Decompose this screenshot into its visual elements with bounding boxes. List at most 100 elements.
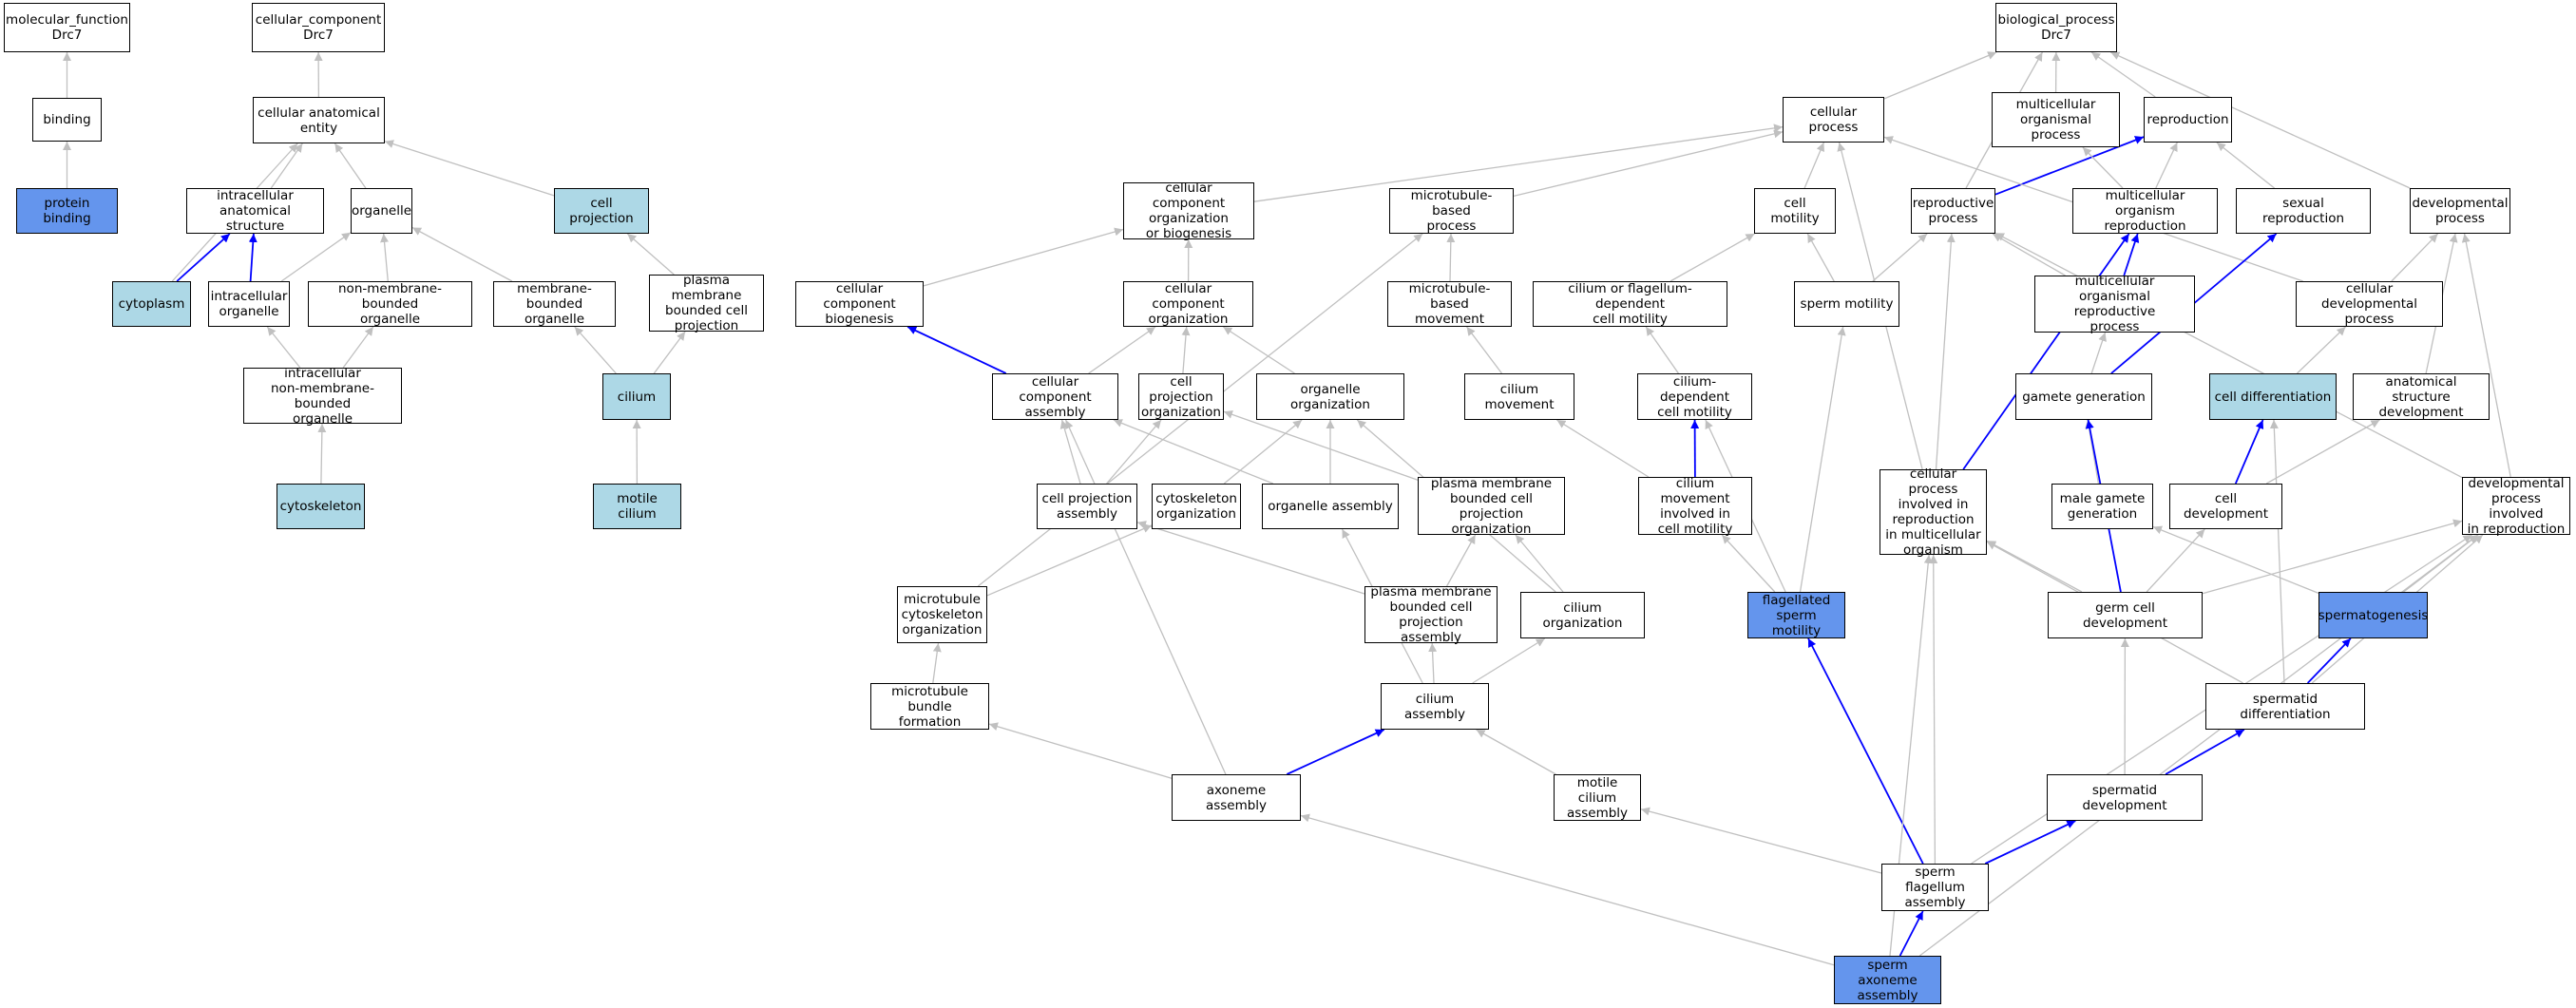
edge-organelle-organization-to-cellular-component-organization — [1222, 326, 1295, 374]
go-term-motile-cilium-assembly: motile cilium assembly — [1554, 774, 1641, 821]
go-term-sperm-axoneme-assembly: sperm axoneme assembly — [1834, 956, 1941, 1004]
go-term-cilium-movement-reproduction: cilium movement involved in cell motilit… — [1638, 476, 1752, 537]
go-term-biological-process: biological_process Drc7 — [1995, 3, 2117, 52]
edge-cellular-developmental-process-to-developmental-process — [2391, 233, 2439, 282]
go-term-reproductive-process: reproductive process — [1911, 188, 1995, 234]
edge-cell-projection-to-cellular-anatomical-entity — [384, 140, 555, 197]
go-term-organelle-assembly: organelle assembly — [1262, 484, 1399, 529]
edge-axoneme-assembly-to-microtubule-bundle-formation — [988, 722, 1173, 779]
edge-cell-projection-assembly-to-cell-projection-organization — [1106, 419, 1162, 485]
edge-cell-differentiation-to-cellular-developmental-process — [2297, 326, 2346, 374]
go-term-microtubule-cytoskeleton-organization: microtubule cytoskeleton organization — [897, 586, 987, 643]
edge-cilium-assembly-to-pmbcp-assembly — [1428, 642, 1438, 684]
go-term-binding: binding — [32, 98, 102, 142]
go-term-developmental-process: developmental process — [2410, 188, 2510, 234]
edge-microtubule-based-process-to-cellular-process — [1513, 129, 1784, 198]
go-term-reproduction: reproduction — [2144, 97, 2232, 143]
go-term-cellular-developmental-process: cellular developmental process — [2296, 281, 2443, 327]
edge-sperm-flagellum-assembly-to-cellular-process-reproduction — [1929, 554, 1938, 865]
edge-ccob-to-cellular-process — [1253, 124, 1784, 202]
edge-multicellular-organism-reproduction-to-reproduction — [2155, 142, 2178, 189]
go-term-organelle: organelle — [351, 188, 412, 234]
go-term-developmental-process-reproduction: developmental process involved in reprod… — [2462, 476, 2570, 537]
edge-spermatid-differentiation-to-spermatogenesis — [2306, 637, 2352, 684]
go-term-anatomical-structure-development: anatomical structure development — [2353, 373, 2490, 420]
edge-intracellular-nmb-organelle-to-non-membrane-bounded-organelle — [342, 326, 374, 369]
go-term-cell-projection: cell projection — [554, 188, 649, 234]
go-term-microtubule-based-movement: microtubule-based movement — [1387, 281, 1512, 327]
edge-sexual-reproduction-to-reproduction — [2216, 142, 2276, 189]
go-term-cellular-process-reproduction: cellular process involved in reproductio… — [1880, 466, 1987, 558]
go-term-spermatid-differentiation: spermatid differentiation — [2205, 683, 2365, 730]
edge-axoneme-assembly-to-cilium-assembly — [1286, 729, 1385, 775]
edge-cilium-dependent-cell-motility-to-cilium-or-flagellum-motility — [1645, 326, 1679, 374]
edge-spermatogenesis-to-male-gamete-generation — [2152, 525, 2319, 595]
edge-cell-motility-to-cellular-process — [1803, 142, 1825, 189]
edge-microtubule-bundle-formation-to-microtubule-cytoskeleton-organization — [932, 642, 942, 684]
go-term-germ-cell-development: germ cell development — [2048, 592, 2203, 638]
go-term-cellular-anatomical-entity: cellular anatomical entity — [253, 97, 385, 143]
edge-flagellated-sperm-motility-to-cilium-movement-reproduction — [1721, 534, 1776, 593]
go-term-cellular-component: cellular_component Drc7 — [252, 3, 385, 52]
edge-cilium-to-membrane-bounded-organelle — [574, 326, 617, 374]
edge-developmental-process-reproduction-to-developmental-process — [2461, 233, 2511, 478]
edge-sperm-motility-to-cell-motility — [1806, 233, 1835, 282]
edge-sperm-flagellum-assembly-to-flagellated-sperm-motility — [1807, 637, 1924, 865]
go-term-microtubule-bundle-formation: microtubule bundle formation — [870, 683, 989, 730]
go-term-ccob: cellular component organization or bioge… — [1123, 181, 1254, 241]
go-term-intracellular-nmb-organelle: intracellular non-membrane-bounded organ… — [243, 366, 402, 427]
go-term-pmbcp-organization: plasma membrane bounded cell projection … — [1418, 476, 1565, 537]
edge-reproduction-to-biological-process — [2090, 51, 2156, 98]
go-term-cilium-organization: cilium organization — [1520, 592, 1645, 638]
edge-intracellular-anatomical-structure-to-cellular-anatomical-entity — [270, 143, 303, 189]
edge-cellular-component-assembly-to-cellular-component-biogenesis — [906, 326, 1007, 374]
go-term-intracellular-organelle: intracellular organelle — [208, 281, 290, 327]
edge-microtubule-cytoskeleton-organization-to-cytoskeleton-organization — [986, 524, 1153, 597]
edge-flagellated-sperm-motility-to-sperm-motility — [1799, 326, 1846, 593]
go-term-sperm-motility: sperm motility — [1794, 281, 1899, 327]
go-term-pmbcp-assembly: plasma membrane bounded cell projection … — [1364, 584, 1498, 645]
go-term-cellular-process: cellular process — [1783, 97, 1884, 143]
go-term-intracellular-anatomical-structure: intracellular anatomical structure — [186, 188, 324, 234]
edge-developmental-process-to-biological-process — [2110, 51, 2411, 189]
go-term-cilium-assembly: cilium assembly — [1381, 683, 1489, 730]
edge-organelle-assembly-to-cellular-component-assembly — [1113, 419, 1274, 485]
edge-spermatid-development-to-spermatid-differentiation — [2165, 729, 2245, 775]
edge-organelle-to-cellular-anatomical-entity — [334, 143, 367, 189]
edge-cellular-process-reproduction-to-multicellular-organism-reproduction — [1962, 233, 2130, 470]
go-term-motile-cilium: motile cilium — [593, 484, 681, 529]
edge-pmbcp-assembly-to-cell-projection-assembly — [1136, 521, 1365, 595]
edge-gamete-generation-to-multicellular-organismal-reproductive-process — [2090, 332, 2107, 374]
edge-germ-cell-development-to-developmental-process-reproduction — [2202, 519, 2463, 595]
go-term-cilium: cilium — [602, 373, 671, 420]
go-term-cell-projection-assembly: cell projection assembly — [1037, 484, 1137, 529]
go-term-microtubule-based-process: microtubule-based process — [1389, 188, 1514, 234]
go-term-sexual-reproduction: sexual reproduction — [2236, 188, 2371, 234]
edge-cellular-component-biogenesis-to-ccob — [923, 227, 1124, 287]
go-term-cellular-component-biogenesis: cellular component biogenesis — [795, 281, 924, 327]
edge-germ-cell-development-to-cell-development — [2146, 528, 2205, 593]
go-term-male-gamete-generation: male gamete generation — [2051, 484, 2153, 529]
go-term-organelle-organization: organelle organization — [1256, 373, 1404, 420]
edge-pmbcp-assembly-to-pmbcp-organization — [1446, 534, 1477, 587]
go-term-multicellular-organismal-process: multicellular organismal process — [1992, 92, 2120, 147]
edge-cell-projection-assembly-to-cellular-component-assembly — [1059, 419, 1081, 485]
edge-cellular-process-to-biological-process — [1883, 51, 1997, 100]
go-term-multicellular-organism-reproduction: multicellular organism reproduction — [2072, 188, 2218, 234]
edge-spermatid-differentiation-to-cell-differentiation — [2269, 419, 2285, 684]
go-term-protein-binding: protein binding — [16, 188, 118, 234]
edge-cytoskeleton-to-intracellular-nmb-organelle — [317, 423, 327, 485]
edge-multicellular-organismal-reproductive-process-to-multicellular-organism-reproduction — [2123, 233, 2140, 276]
edge-pmbcp-organization-to-cell-projection-organization — [1223, 410, 1419, 481]
go-term-plasma-membrane-bounded-cell-projection: plasma membrane bounded cell projection — [649, 273, 764, 333]
edge-intracellular-organelle-to-intracellular-anatomical-structure — [248, 233, 258, 282]
edge-microtubule-based-movement-to-microtubule-based-process — [1446, 233, 1456, 282]
edge-intracellular-organelle-to-organelle — [280, 232, 352, 282]
edge-intracellular-nmb-organelle-to-intracellular-organelle — [266, 326, 301, 369]
edge-motile-cilium-assembly-to-cilium-assembly — [1476, 729, 1556, 775]
edge-sperm-motility-to-reproductive-process — [1872, 233, 1928, 282]
go-term-axoneme-assembly: axoneme assembly — [1172, 774, 1301, 821]
edge-sperm-flagellum-assembly-to-motile-cilium-assembly — [1640, 807, 1882, 874]
go-term-cell-projection-organization: cell projection organization — [1138, 373, 1224, 420]
